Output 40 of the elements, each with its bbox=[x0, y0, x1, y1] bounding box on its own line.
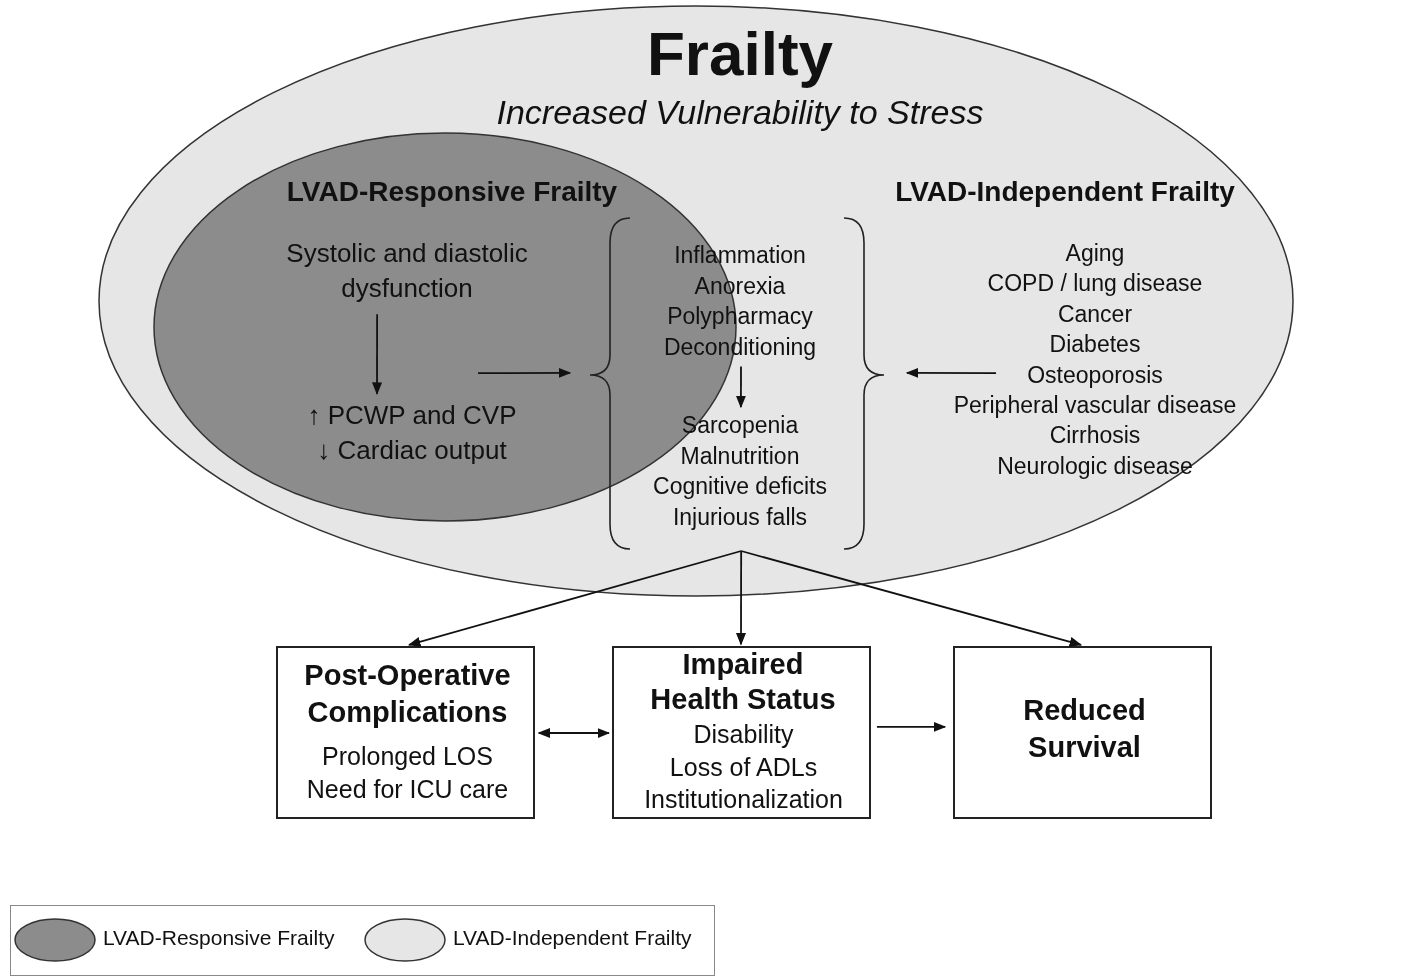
title: Frailty bbox=[645, 18, 835, 90]
list-item: Neurologic disease bbox=[996, 451, 1194, 481]
arrow bbox=[876, 721, 947, 732]
outcome-box bbox=[953, 646, 1212, 819]
arrow bbox=[477, 367, 572, 378]
heading: Post-Operative Complications bbox=[303, 658, 512, 730]
list-item: Cognitive deficits bbox=[652, 472, 828, 501]
list-item: Systolic and diastolic dysfunction bbox=[285, 237, 529, 305]
heading: Reduced Survival bbox=[1022, 693, 1147, 765]
arrow bbox=[537, 728, 611, 739]
arrow bbox=[905, 367, 997, 378]
list-item: Malnutrition bbox=[679, 441, 801, 471]
legend-label: LVAD-Independent Frailty bbox=[453, 926, 692, 950]
arrow bbox=[407, 550, 743, 647]
list-item: Aging bbox=[1064, 239, 1126, 268]
arrow bbox=[740, 550, 1083, 647]
list-item: Diabetes bbox=[1048, 330, 1142, 360]
outcome-box bbox=[612, 646, 871, 819]
list-item: Cancer bbox=[1056, 299, 1134, 329]
list-item: Injurious falls bbox=[671, 502, 809, 532]
list-item: Prolonged LOS bbox=[321, 741, 494, 772]
outcome-box bbox=[276, 646, 535, 819]
list-item: ↓ Cardiac output bbox=[316, 434, 508, 467]
list-item: COPD / lung disease bbox=[986, 269, 1204, 299]
heading: Impaired Health Status bbox=[649, 647, 837, 717]
list-item: Institutionalization bbox=[643, 784, 844, 815]
arrow bbox=[372, 313, 383, 395]
list-item: Need for ICU care bbox=[305, 774, 510, 805]
list-item: Peripheral vascular disease bbox=[952, 391, 1238, 420]
list-item: ↑ PCWP and CVP bbox=[306, 399, 518, 432]
list-item: Osteoporosis bbox=[1026, 360, 1164, 390]
arrow bbox=[735, 550, 747, 646]
heading: LVAD-Independent Frailty bbox=[894, 175, 1236, 209]
list-item: Loss of ADLs bbox=[668, 752, 819, 783]
heading: LVAD-Responsive Frailty bbox=[285, 175, 619, 209]
list-item: Cirrhosis bbox=[1048, 421, 1142, 451]
arrow bbox=[735, 365, 746, 409]
list-item: Disability bbox=[692, 719, 795, 750]
legend-label: LVAD-Responsive Frailty bbox=[103, 926, 335, 950]
subtitle: Increased Vulnerability to Stress bbox=[495, 92, 985, 132]
